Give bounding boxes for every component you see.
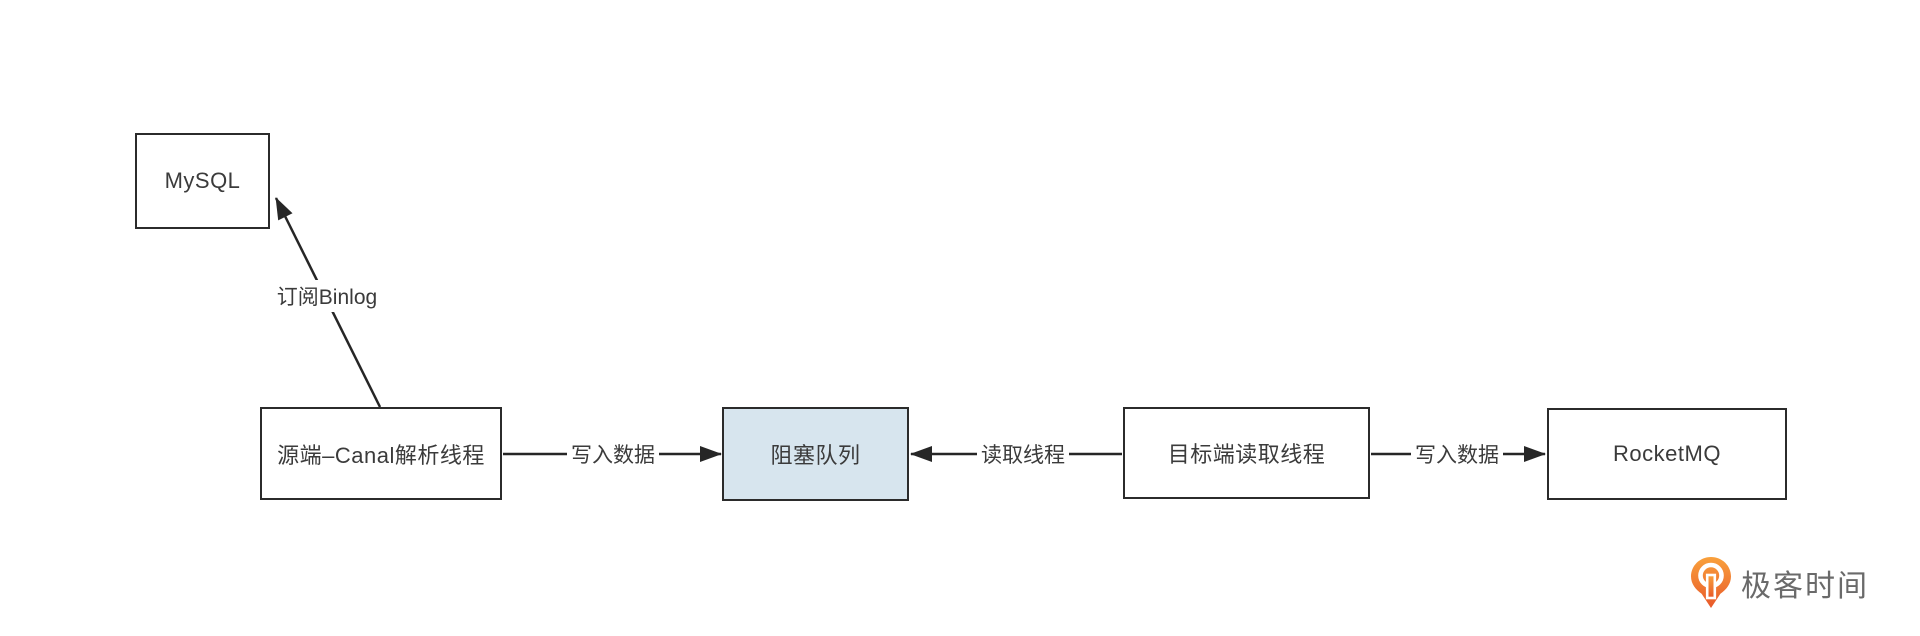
edge-label-subscribe-binlog: 订阅Binlog [272, 280, 382, 312]
geektime-logo-text: 极客时间 [1741, 569, 1869, 603]
geektime-logo: 极客时间 [1690, 556, 1869, 609]
edge-label-write-to-mq: 写入数据 [1411, 438, 1503, 470]
node-mysql-label: MySQL [164, 168, 241, 193]
node-mysql: MySQL [135, 133, 270, 229]
node-blocking-queue-label: 阻塞队列 [770, 443, 861, 468]
geektime-pin-icon [1691, 557, 1731, 608]
edge-label-write-to-queue: 写入数据 [567, 438, 659, 470]
node-source-canal-thread: 源端–Canal解析线程 [260, 407, 502, 500]
edge-label-read-from-queue: 读取线程 [977, 438, 1069, 470]
node-blocking-queue: 阻塞队列 [722, 407, 909, 501]
node-rocketmq: RocketMQ [1547, 408, 1787, 500]
node-rocketmq-label: RocketMQ [1613, 441, 1721, 466]
node-source-canal-thread-label: 源端–Canal解析线程 [277, 442, 485, 468]
node-target-read-thread-label: 目标端读取线程 [1167, 442, 1326, 467]
node-target-read-thread: 目标端读取线程 [1123, 407, 1370, 499]
